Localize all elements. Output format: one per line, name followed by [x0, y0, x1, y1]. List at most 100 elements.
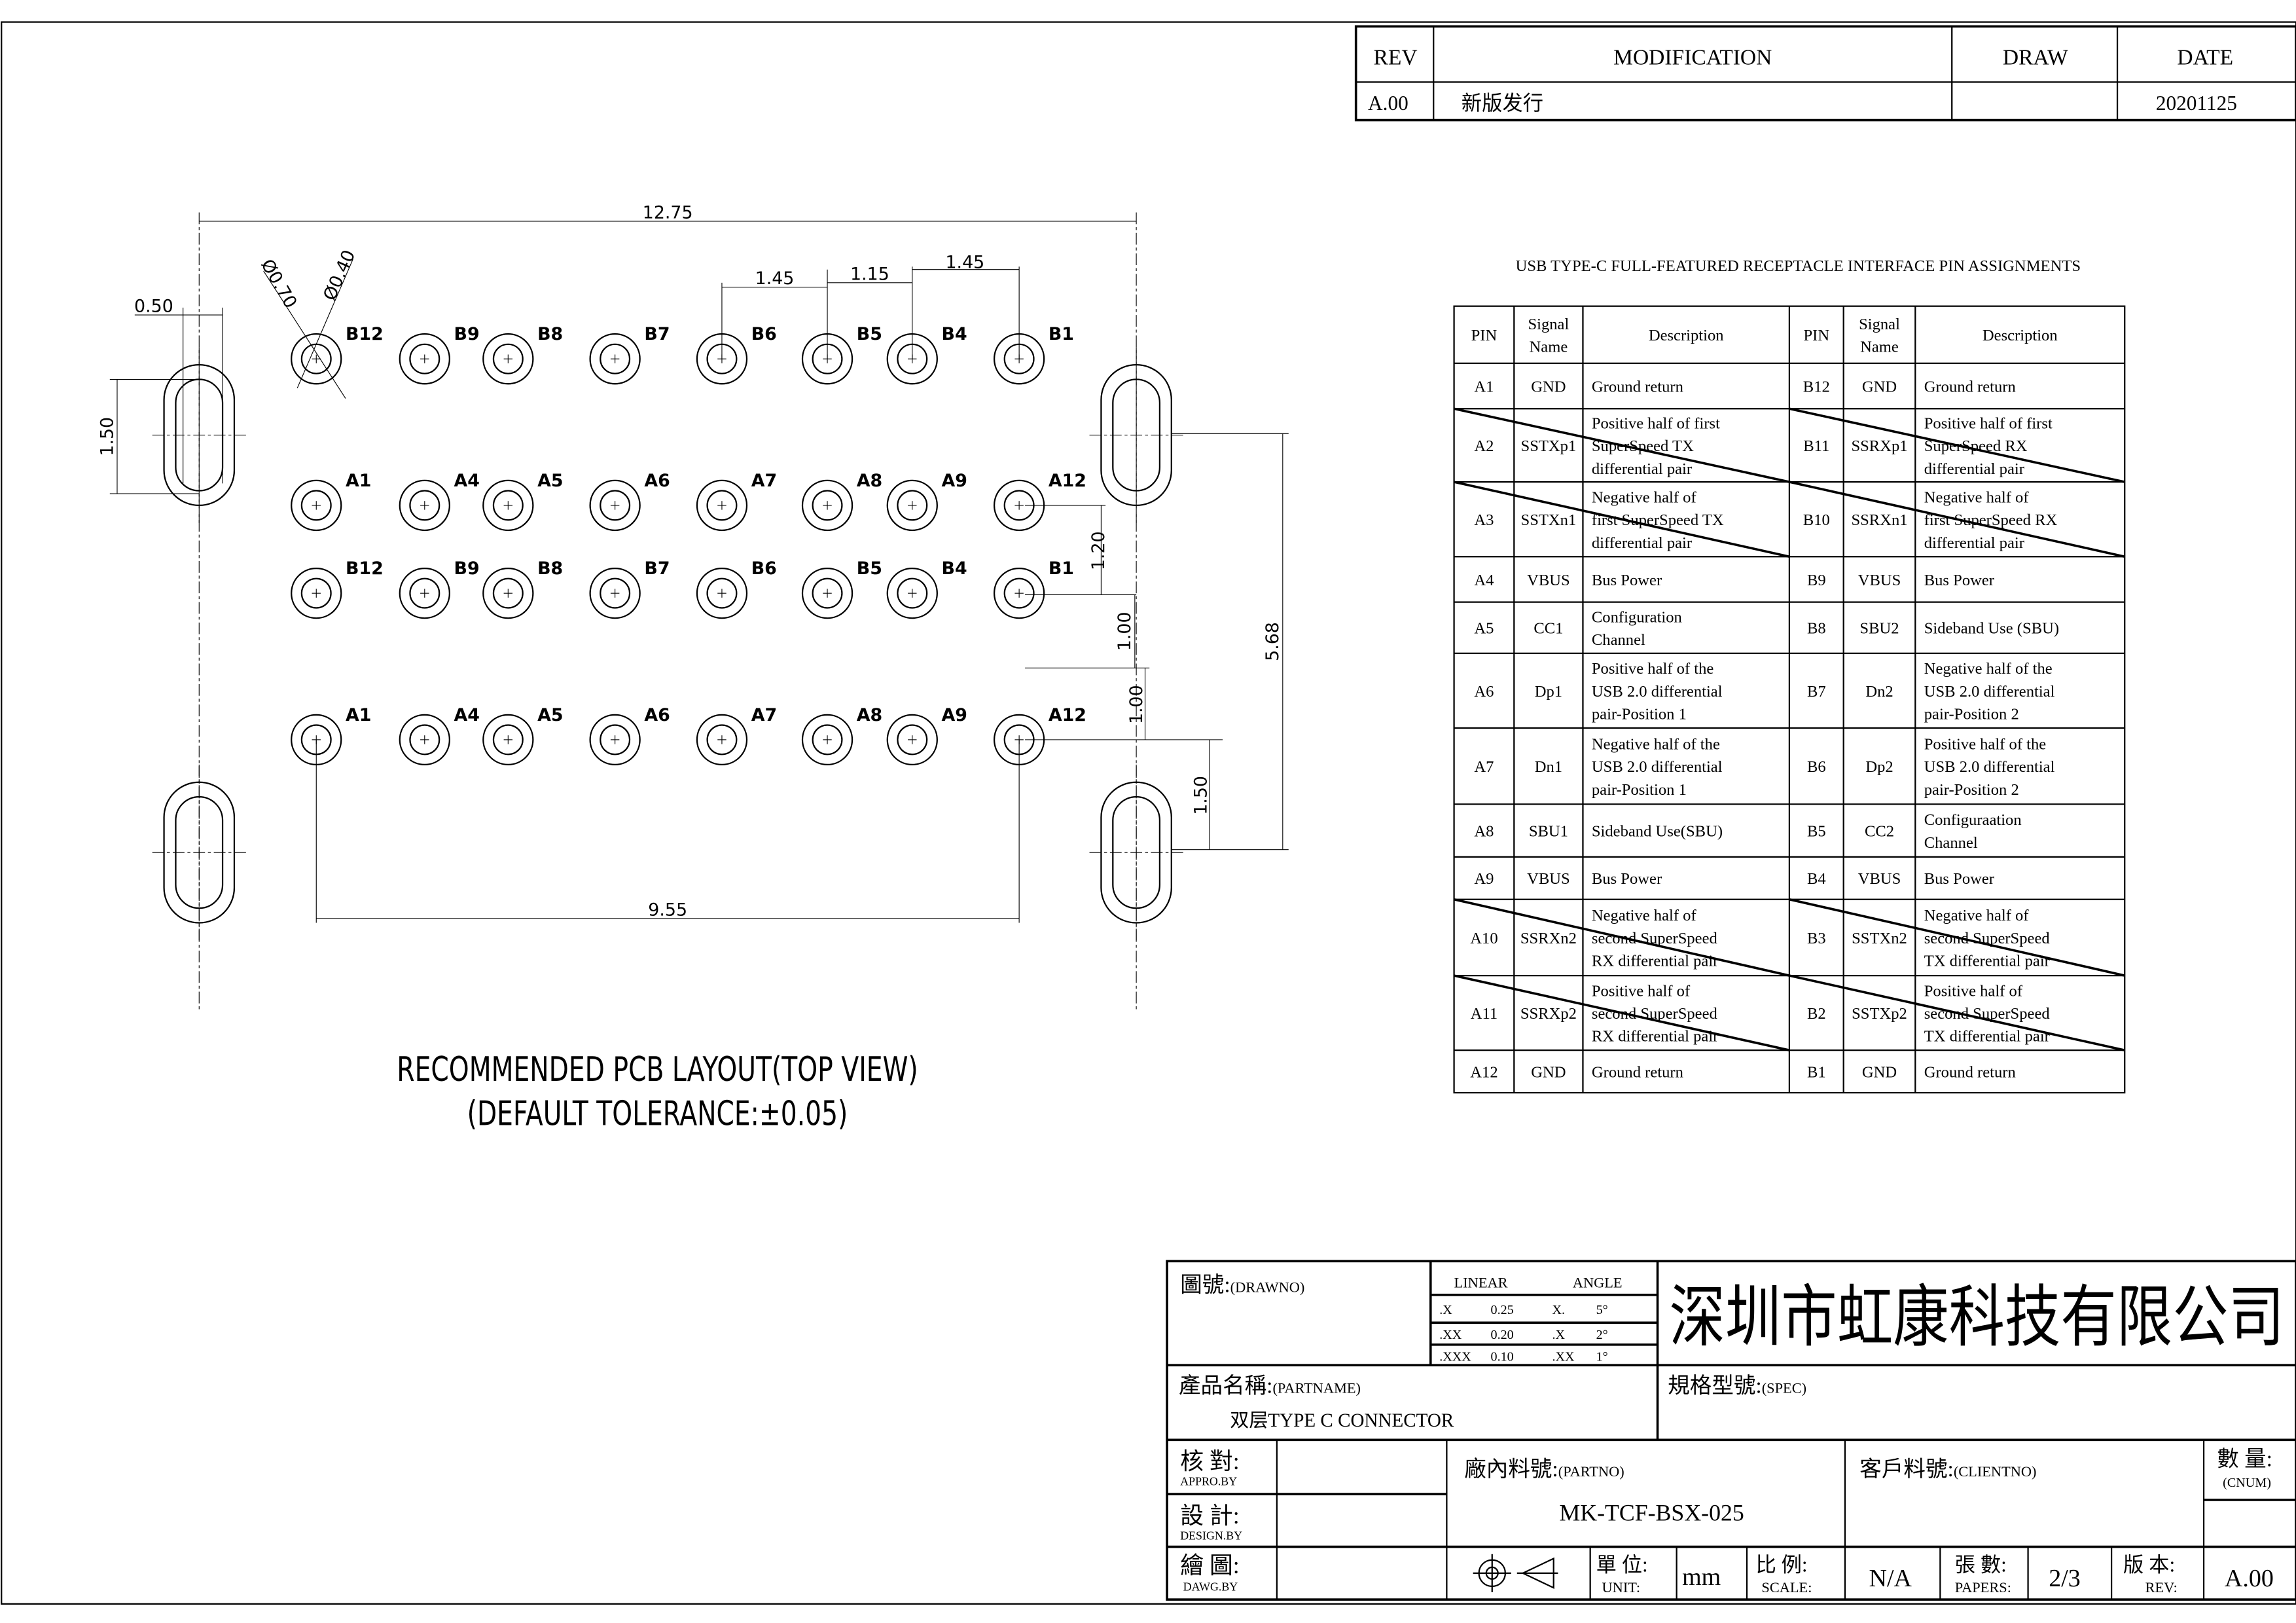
pad-label: B4	[942, 324, 967, 344]
pcb-pad: A5	[482, 705, 564, 766]
partname-value: 双层TYPE C CONNECTOR	[1230, 1410, 1454, 1431]
pcb-pad: A12	[993, 471, 1086, 532]
pad-label: B7	[644, 558, 670, 579]
layout-title: RECOMMENDED PCB LAYOUT(TOP VIEW)	[397, 1050, 918, 1089]
modification-value: 新版发行	[1462, 92, 1543, 115]
pad-label: A7	[751, 471, 777, 491]
pcb-pad: B12	[291, 558, 384, 619]
table-cell: Sideband Use(SBU)	[1592, 823, 1723, 841]
partno-value: MK-TCF-BSX-025	[1559, 1499, 1744, 1525]
table-cell: B8	[1807, 620, 1826, 638]
drawn-label: 繪 圖:	[1180, 1552, 1239, 1578]
dim-gap-2: 1.00	[1126, 685, 1147, 724]
table-cell: Bus Power	[1924, 572, 1994, 589]
pcb-pad: A1	[291, 705, 371, 766]
pcb-pad: B8	[482, 324, 563, 385]
tol-angle-value: 2°	[1596, 1328, 1608, 1342]
dim-slot-offset: 1.50	[1191, 776, 1211, 815]
tol-linear-value: 0.25	[1491, 1303, 1514, 1317]
clientno-label: 客戶料號:(CLIENTNO)	[1859, 1457, 2036, 1482]
tol-angle-precision: X.	[1552, 1303, 1565, 1317]
dimensions: 12.75 0.50 1.50 Ø0.70 Ø0.40 1.45 1.15 1.…	[97, 202, 1289, 1011]
table-cell: SBU2	[1859, 620, 1899, 638]
tol-angle-precision: .XX	[1552, 1349, 1575, 1364]
table-cell: PIN	[1471, 327, 1498, 344]
table-cell: B1	[1807, 1064, 1826, 1082]
table-cell: SSTXn1	[1521, 511, 1577, 529]
table-cell: VBUS	[1527, 870, 1570, 888]
pcb-pad: B9	[399, 324, 480, 385]
table-cell: CC1	[1534, 620, 1563, 638]
unit-value: mm	[1682, 1563, 1721, 1591]
drawno-label: 圖號:(DRAWNO)	[1180, 1272, 1304, 1297]
tol-precision: .X	[1439, 1303, 1452, 1317]
dim-slot-width: 0.50	[134, 297, 173, 317]
rev-value: A.00	[1368, 92, 1408, 115]
rev-label: 版 本:	[2123, 1554, 2175, 1577]
papers-label: 張 數:	[1955, 1554, 2007, 1577]
pcb-pad: B5	[801, 324, 882, 385]
pcb-pad: B12	[291, 324, 384, 385]
table-cell: Ground return	[1924, 378, 2016, 396]
layout-tolerance: (DEFAULT TOLERANCE:±0.05)	[467, 1094, 848, 1133]
pad-label: B8	[537, 558, 563, 579]
partno-label: 廠內料號:(PARTNO)	[1464, 1457, 1624, 1482]
papers-value: 2/3	[2049, 1565, 2081, 1592]
scale-value: N/A	[1869, 1565, 1912, 1592]
papers-en: PAPERS:	[1955, 1579, 2011, 1596]
rev-value: A.00	[2225, 1565, 2274, 1592]
pad-label: B7	[644, 324, 670, 344]
tol-precision: .XXX	[1439, 1349, 1471, 1364]
table-cell: A9	[1474, 870, 1494, 888]
table-cell: VBUS	[1527, 572, 1570, 589]
pad-label: B6	[751, 324, 777, 344]
pcb-pad: A1	[291, 471, 371, 532]
dim-slot-length: 1.50	[97, 417, 117, 456]
table-cell: Description	[1649, 327, 1724, 344]
table-cell: A5	[1474, 620, 1494, 638]
dim-pad-diameter: Ø0.70	[257, 256, 300, 312]
table-cell: B12	[1803, 378, 1830, 396]
pcb-pad: B7	[589, 324, 670, 385]
date-value: 20201125	[2156, 92, 2237, 115]
pcb-pad: B1	[993, 324, 1074, 385]
table-cell: Bus Power	[1592, 870, 1662, 888]
table-cell: A7	[1474, 758, 1494, 776]
table-cell: B11	[1803, 437, 1829, 455]
revision-table: REV MODIFICATION DRAW DATE A.00 新版发行 202…	[1354, 25, 2296, 122]
table-cell: SBU1	[1529, 823, 1568, 841]
appro-label: 核 對:	[1180, 1448, 1239, 1474]
table-cell: A4	[1474, 572, 1494, 589]
projection-symbol-icon	[1473, 1554, 1558, 1592]
tol-precision: .XX	[1439, 1328, 1462, 1342]
partname-label: 產品名稱:(PARTNAME)	[1179, 1374, 1361, 1398]
pcb-pad: B8	[482, 558, 563, 619]
table-cell: A8	[1474, 823, 1494, 841]
pad-label: A1	[346, 471, 371, 491]
modification-header: MODIFICATION	[1613, 46, 1772, 70]
table-cell: Dn1	[1535, 758, 1562, 776]
unit-en: UNIT:	[1602, 1579, 1641, 1596]
pcb-pad: B4	[886, 324, 967, 385]
dim-overall-width: 12.75	[643, 202, 693, 223]
tol-angle-value: 5°	[1596, 1303, 1608, 1317]
dim-pitch-b4-b1: 1.45	[945, 252, 984, 272]
pin-table-title: USB TYPE-C FULL-FEATURED RECEPTACLE INTE…	[1516, 257, 2081, 275]
pcb-pad: A12	[993, 705, 1086, 766]
pad-label: A9	[942, 471, 967, 491]
table-cell: Bus Power	[1924, 870, 1994, 888]
pcb-pad: B9	[399, 558, 480, 619]
rev-en: REV:	[2145, 1579, 2178, 1596]
